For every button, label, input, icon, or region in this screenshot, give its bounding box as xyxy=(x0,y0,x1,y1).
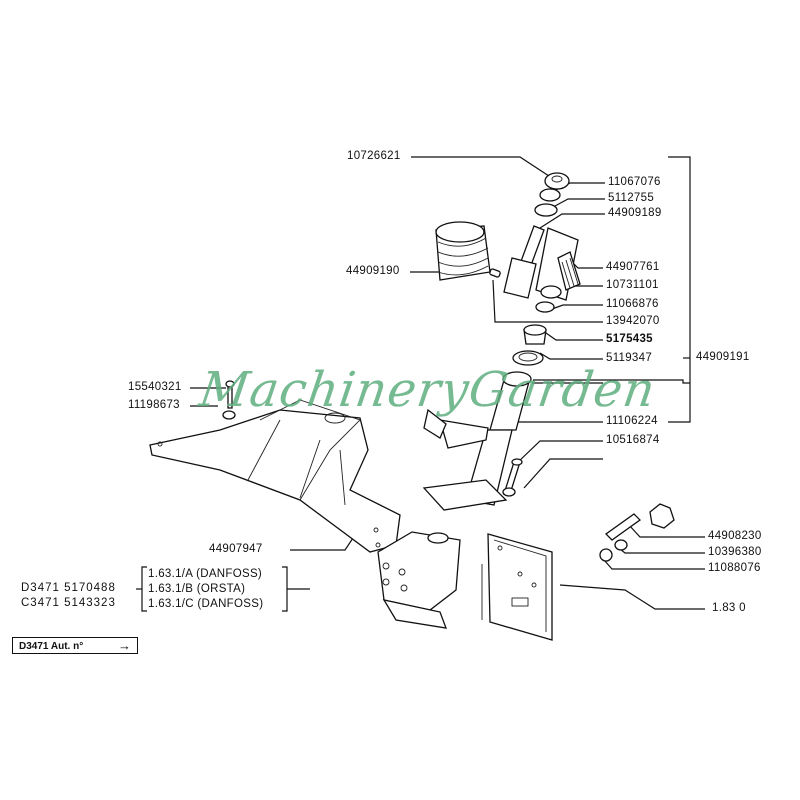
part-label-44909191: 44909191 xyxy=(696,351,750,363)
footer-tag: D3471 Aut. n° → xyxy=(12,637,138,654)
clip-11198673 xyxy=(222,410,236,420)
plate-1830 xyxy=(481,533,553,641)
key-13942070 xyxy=(489,268,501,278)
part-label-11066876: 11066876 xyxy=(606,298,659,310)
part-label-1830: 1.83 0 xyxy=(712,602,746,614)
part-label-5175435: 5175435 xyxy=(606,333,653,345)
part-label-13942070: 13942070 xyxy=(606,315,660,327)
part-label-10396380: 10396380 xyxy=(708,546,762,558)
bolt-11106224 xyxy=(503,458,523,495)
nut-11066876 xyxy=(535,301,555,313)
part-label-11106224: 11106224 xyxy=(606,415,658,427)
part-label-44908230: 44908230 xyxy=(708,530,762,542)
bolt-15540321 xyxy=(225,380,235,409)
spline-44907761 xyxy=(557,251,581,291)
part-label-11198673: 11198673 xyxy=(128,399,180,411)
washer-10731101 xyxy=(540,285,562,299)
part-label-11067076: 11067076 xyxy=(608,176,661,188)
footer-tag-text: D3471 Aut. n° xyxy=(19,641,84,652)
washer-11067076 xyxy=(539,188,561,202)
part-label-44909189: 44909189 xyxy=(608,207,662,219)
bearing-5175435 xyxy=(523,324,547,345)
part-label-44909190: 44909190 xyxy=(346,265,400,277)
part-label-44907947: 44907947 xyxy=(209,543,263,555)
part-label-5112755: 5112755 xyxy=(608,192,655,204)
part-label-10726621: 10726621 xyxy=(347,150,401,162)
bellows-44909190 xyxy=(435,221,491,281)
watermark: MachineryGarden xyxy=(196,362,660,418)
steering-unit xyxy=(377,531,461,629)
nut-10726621 xyxy=(544,172,570,190)
ring-5119347 xyxy=(512,350,544,366)
part-label-44907761: 44907761 xyxy=(606,261,660,273)
model-label-c3471: C3471 5143323 xyxy=(21,597,116,609)
part-label-5119347: 5119347 xyxy=(606,352,653,364)
variant-option-c: 1.63.1/C (DANFOSS) xyxy=(148,598,264,610)
part-label-10731101: 10731101 xyxy=(606,279,659,291)
model-label-d3471: D3471 5170488 xyxy=(21,582,116,594)
washer-11088076 xyxy=(599,548,613,562)
part-label-15540321: 15540321 xyxy=(128,381,182,393)
clip-10516874 xyxy=(502,487,516,497)
part-label-10516874: 10516874 xyxy=(606,434,660,446)
washer-5112755 xyxy=(534,203,558,217)
variant-option-b: 1.63.1/B (ORSTA) xyxy=(148,583,246,595)
knob-44908230 xyxy=(604,503,675,541)
part-label-11088076: 11088076 xyxy=(708,562,761,574)
variant-option-a: 1.63.1/A (DANFOSS) xyxy=(148,568,263,580)
frame-44907947 xyxy=(149,399,401,553)
steering-column xyxy=(422,371,532,511)
washer-10396380 xyxy=(614,539,628,551)
arrow-right-icon: → xyxy=(118,638,131,653)
